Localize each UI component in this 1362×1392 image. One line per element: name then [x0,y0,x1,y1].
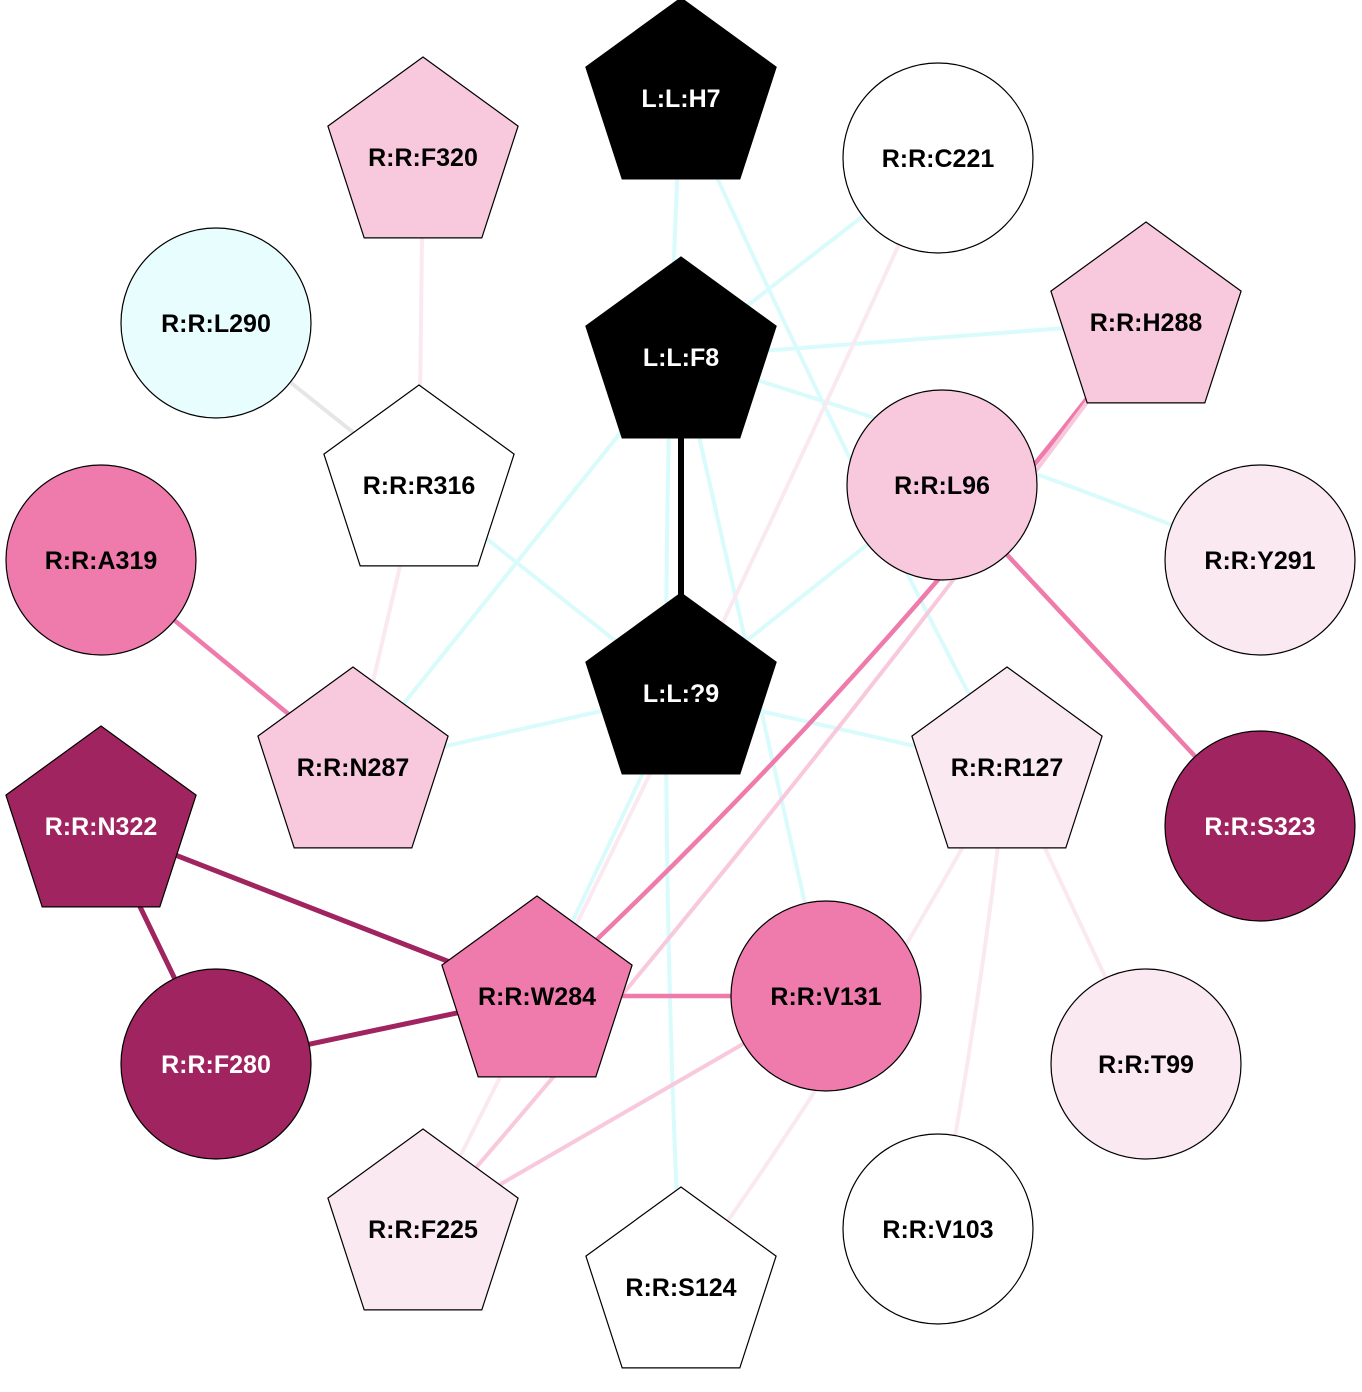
node-pentagon [585,0,777,180]
node-label: R:R:A319 [45,547,158,575]
node-r-r-f280[interactable]: R:R:F280 [120,968,312,1160]
node-r-r-n287[interactable]: R:R:N287 [257,666,449,849]
node-label: R:R:Y291 [1204,547,1315,575]
node-label: R:R:F225 [368,1216,478,1244]
node-circle [1164,730,1356,922]
node-l-l-9[interactable]: L:L:?9 [585,592,777,775]
node-r-r-a319[interactable]: R:R:A319 [5,464,197,656]
node-r-r-l96[interactable]: R:R:L96 [846,389,1038,581]
node-label: R:R:N287 [297,754,410,782]
node-label: R:R:C221 [882,145,995,173]
node-label: R:R:F320 [368,144,478,172]
edge-l-l-h7-to-r-r-r127 [679,96,1009,769]
node-label: R:R:S323 [1204,813,1315,841]
node-label: L:L:?9 [643,680,719,708]
node-pentagon [441,895,633,1078]
node-r-r-h288[interactable]: R:R:H288 [1050,221,1242,404]
node-circle [1050,968,1242,1160]
node-r-r-c221[interactable]: R:R:C221 [842,62,1034,254]
node-label: R:R:H288 [1090,309,1203,337]
node-label: R:R:T99 [1098,1051,1194,1079]
nodes-layer: L:L:H7L:L:F8L:L:?9 R:R:F320 R:R:C221R:R:L2… [5,0,1356,1369]
node-circle [120,968,312,1160]
node-pentagon [585,256,777,439]
node-pentagon [911,666,1103,849]
node-r-r-v103[interactable]: R:R:V103 [842,1133,1034,1325]
node-circle [846,389,1038,581]
node-label: R:R:L290 [161,310,271,338]
node-pentagon [323,384,515,567]
node-pentagon [5,725,197,908]
edge-r-r-h288-to-r-r-w284 [534,319,1149,999]
node-l-l-h7[interactable]: L:L:H7 [585,0,777,180]
node-circle [5,464,197,656]
node-label: L:L:H7 [641,85,720,113]
node-r-r-v131[interactable]: R:R:V131 [730,900,922,1092]
node-pentagon [585,1186,777,1369]
node-label: R:R:V103 [882,1216,993,1244]
node-r-r-r127[interactable]: R:R:R127 [911,666,1103,849]
node-label: L:L:F8 [643,344,719,372]
node-pentagon [257,666,449,849]
node-r-r-n322[interactable]: R:R:N322 [5,725,197,908]
node-label: R:R:L96 [894,472,990,500]
node-r-r-s124[interactable]: R:R:S124 [585,1186,777,1369]
node-r-r-y291[interactable]: R:R:Y291 [1164,464,1356,656]
node-r-r-f320[interactable]: R:R:F320 [327,56,519,239]
node-circle [120,227,312,419]
node-r-r-l290[interactable]: R:R:L290 [120,227,312,419]
node-r-r-f225[interactable]: R:R:F225 [327,1128,519,1311]
node-label: R:R:F280 [161,1051,271,1079]
edge-r-r-h288-to-r-r-f225 [421,320,1148,1231]
node-circle [1164,464,1356,656]
node-label: R:R:N322 [45,813,158,841]
node-pentagon [327,1128,519,1311]
node-circle [842,1133,1034,1325]
node-r-r-s323[interactable]: R:R:S323 [1164,730,1356,922]
node-r-r-t99[interactable]: R:R:T99 [1050,968,1242,1160]
node-l-l-f8[interactable]: L:L:F8 [585,256,777,439]
node-r-r-w284[interactable]: R:R:W284 [441,895,633,1078]
node-label: R:R:R127 [951,754,1064,782]
node-pentagon [1050,221,1242,404]
node-pentagon [327,56,519,239]
node-circle [730,900,922,1092]
node-circle [842,62,1034,254]
node-label: R:R:S124 [625,1274,736,1302]
node-pentagon [585,592,777,775]
node-r-r-r316[interactable]: R:R:R316 [323,384,515,567]
node-label: R:R:R316 [363,472,476,500]
node-label: R:R:W284 [478,983,596,1011]
node-label: R:R:V131 [770,983,881,1011]
